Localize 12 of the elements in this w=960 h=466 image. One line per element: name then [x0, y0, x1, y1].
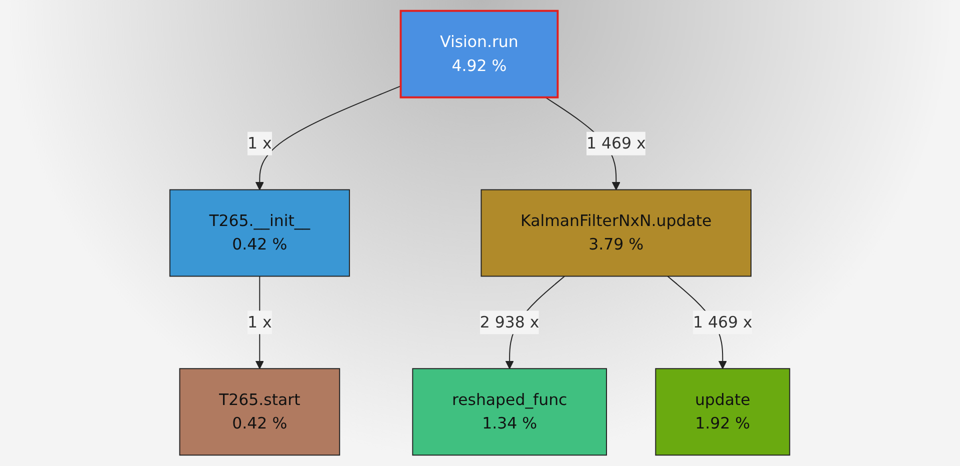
edge-label: 1 x [248, 134, 272, 152]
edge-label: 1 469 x [586, 134, 646, 152]
edge-label: 1 469 x [693, 312, 753, 332]
node-box: reshaped_func 1.34 % [412, 368, 608, 456]
node-box: Vision.run 4.92 % [400, 10, 559, 98]
edge-label: 2 938 x [480, 312, 540, 332]
node-box: T265.__init__ 0.42 % [170, 189, 350, 277]
node-box: KalmanFilterNxN.update 3.79 % [480, 189, 752, 277]
arrow [256, 86, 402, 190]
node-box: update 1.92 % [655, 368, 790, 456]
edge-label: 1 x [248, 312, 272, 332]
node-box: T265.start 0.42 % [179, 368, 340, 456]
